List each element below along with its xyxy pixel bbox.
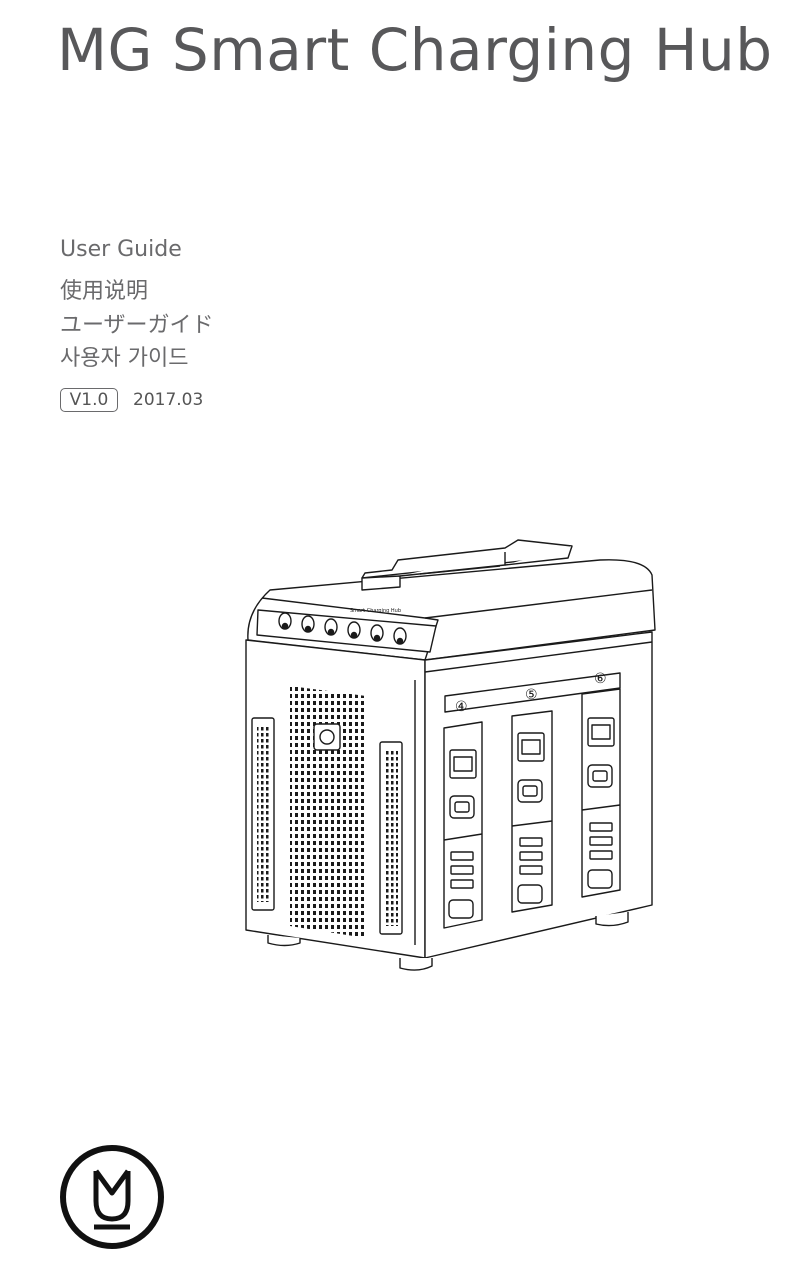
mg-logo <box>60 1145 164 1249</box>
carry-handle <box>361 539 573 591</box>
charging-bay-4 <box>443 721 483 929</box>
top-panel-label: Smart Charging Hub <box>350 608 401 614</box>
guide-title-ja: ユーザーガイド <box>60 313 214 338</box>
version-badge: V1.0 <box>60 388 118 412</box>
guide-title-ko: 사용자 가이드 <box>60 346 189 371</box>
charging-hub-illustration: Smart Charging Hub ④ ⑤ <box>245 539 656 971</box>
charging-bay-5 <box>511 710 553 913</box>
status-lights <box>278 612 407 645</box>
guide-title-en: User Guide <box>60 237 182 262</box>
release-date: 2017.03 <box>133 390 204 410</box>
slot-number-6: ⑥ <box>594 671 607 687</box>
charging-bay-6 <box>581 688 621 898</box>
document-title: MG Smart Charging Hub <box>57 16 773 84</box>
slot-number-4: ④ <box>455 699 468 715</box>
guide-title-zh: 使用说明 <box>60 279 149 304</box>
slot-number-5: ⑤ <box>525 687 538 703</box>
